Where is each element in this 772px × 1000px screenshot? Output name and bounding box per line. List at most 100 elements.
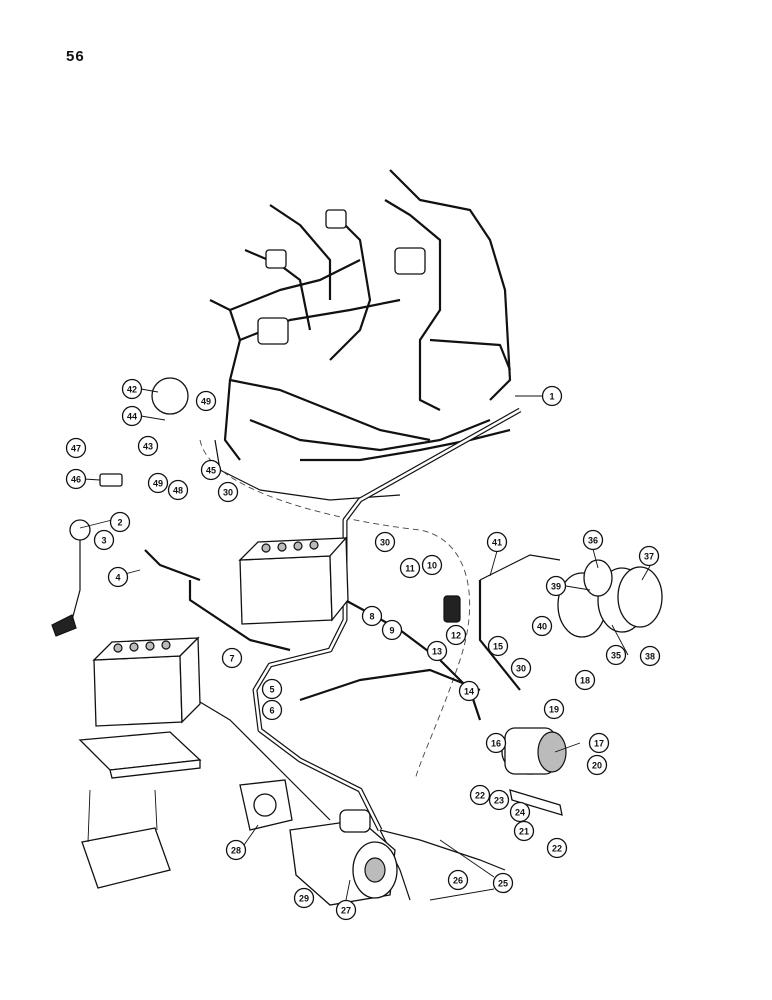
callout-circle — [469, 784, 491, 806]
callout-c43: 43 — [137, 435, 159, 457]
battery-upper — [238, 536, 349, 625]
callout-number: 11 — [405, 564, 415, 574]
callout-number: 3 — [101, 536, 106, 546]
callout-number: 8 — [369, 612, 374, 622]
callout-circle — [225, 839, 247, 861]
callout-circle — [574, 669, 596, 691]
callout-number: 9 — [389, 626, 394, 636]
callout-number: 2 — [117, 518, 122, 528]
callout-c25: 25 — [492, 872, 514, 894]
callout-c37: 37 — [638, 545, 660, 567]
callout-number: 5 — [269, 685, 274, 695]
callout-c9: 9 — [381, 619, 403, 641]
callout-number: 7 — [229, 654, 234, 664]
callout-c2: 2 — [109, 511, 131, 533]
callout-circle — [261, 678, 283, 700]
callout-number: 4 — [115, 573, 120, 583]
callout-circle — [107, 566, 129, 588]
callout-circle — [510, 657, 532, 679]
callout-c46: 46 — [65, 468, 87, 490]
callout-circle — [221, 647, 243, 669]
light-switch — [99, 473, 123, 487]
callout-number: 26 — [453, 876, 463, 886]
callout-c5: 5 — [261, 678, 283, 700]
headlight — [557, 559, 663, 638]
callout-c14: 14 — [458, 680, 480, 702]
battery-cover — [78, 731, 202, 779]
callout-circle — [487, 635, 509, 657]
callout-number: 43 — [143, 442, 153, 452]
callout-circle — [121, 378, 143, 400]
callout-c49b: 49 — [147, 472, 169, 494]
upper-harness — [209, 169, 512, 501]
callout-circle — [147, 472, 169, 494]
engine-outline — [199, 439, 471, 781]
callout-c26: 26 — [447, 869, 469, 891]
callout-c3: 3 — [93, 529, 115, 551]
callout-number: 12 — [451, 631, 461, 641]
ground-strap — [51, 519, 91, 637]
callout-c28: 28 — [225, 839, 247, 861]
callout-c6: 6 — [261, 699, 283, 721]
callout-number: 39 — [551, 582, 561, 592]
callout-circle — [200, 459, 222, 481]
callout-number: 49 — [153, 479, 163, 489]
callout-circle — [374, 531, 396, 553]
callout-number: 30 — [223, 488, 233, 498]
callout-number: 6 — [269, 706, 274, 716]
callout-c17: 17 — [588, 732, 610, 754]
callout-c4: 4 — [107, 566, 129, 588]
callout-circle — [421, 554, 443, 576]
starter-motor — [289, 809, 398, 906]
callout-c30c: 30 — [510, 657, 532, 679]
callout-number: 48 — [173, 486, 183, 496]
callout-c8: 8 — [361, 605, 383, 627]
callout-number: 24 — [515, 808, 525, 818]
callout-number: 38 — [645, 652, 655, 662]
callout-number: 21 — [519, 827, 529, 837]
callout-number: 23 — [494, 796, 504, 806]
callout-circle — [109, 511, 131, 533]
callout-c18: 18 — [574, 669, 596, 691]
callout-c42: 42 — [121, 378, 143, 400]
battery-tray — [81, 789, 171, 889]
callout-circle — [381, 619, 403, 641]
callout-c10: 10 — [421, 554, 443, 576]
callout-number: 17 — [594, 739, 604, 749]
callout-number: 41 — [492, 538, 502, 548]
regulator-disc — [151, 377, 189, 415]
callout-number: 18 — [580, 676, 590, 686]
callout-c24: 24 — [509, 801, 531, 823]
callout-number: 27 — [341, 906, 351, 916]
callout-circle — [543, 698, 565, 720]
callout-c13: 13 — [426, 640, 448, 662]
callout-number: 13 — [432, 647, 442, 657]
callout-number: 28 — [231, 846, 241, 856]
callout-circle — [639, 645, 661, 667]
callout-circle — [65, 437, 87, 459]
callout-number: 1 — [549, 392, 554, 402]
callout-number: 20 — [592, 761, 602, 771]
callout-c38: 38 — [639, 645, 661, 667]
callout-c35: 35 — [605, 644, 627, 666]
callout-number: 46 — [71, 475, 81, 485]
solenoid — [443, 595, 461, 623]
callout-circle — [217, 481, 239, 503]
callout-c1: 1 — [541, 385, 563, 407]
callout-number: 44 — [127, 412, 137, 422]
callout-circle — [546, 837, 568, 859]
callout-circle — [488, 789, 510, 811]
callout-c44: 44 — [121, 405, 143, 427]
callout-number: 19 — [549, 705, 559, 715]
callout-circle — [293, 887, 315, 909]
callout-number: 30 — [516, 664, 526, 674]
callout-circle — [399, 557, 421, 579]
callout-circle — [513, 820, 535, 842]
callout-c27: 27 — [335, 899, 357, 921]
callout-c47: 47 — [65, 437, 87, 459]
callout-circle — [445, 624, 467, 646]
callout-number: 15 — [493, 642, 503, 652]
callout-c48: 48 — [167, 479, 189, 501]
callout-circle — [167, 479, 189, 501]
